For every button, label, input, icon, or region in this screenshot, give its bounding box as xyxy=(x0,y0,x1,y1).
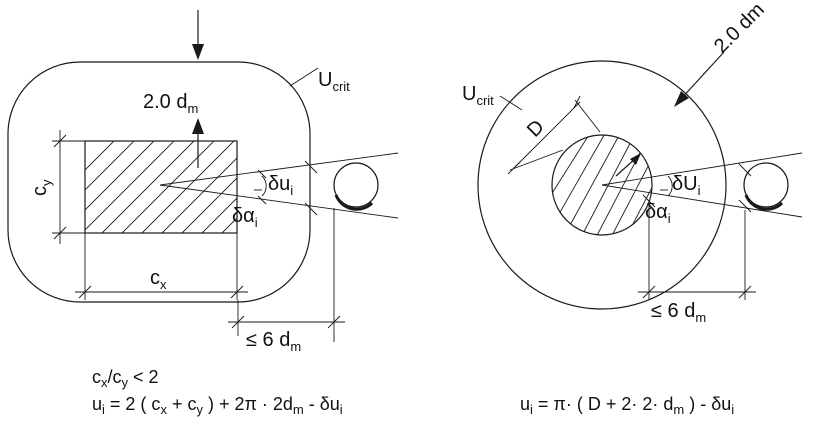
diameter-dimension-line xyxy=(507,95,601,175)
ucrit-label: Ucrit xyxy=(318,69,350,94)
offset-label: 2.0 dm xyxy=(143,91,198,116)
opening-circle-right xyxy=(743,162,789,211)
du-label: δui xyxy=(268,173,293,198)
critical-perimeter-circle xyxy=(477,60,727,310)
six-dm-label: ≤ 6 dm xyxy=(246,329,301,354)
da-label-right: δαi xyxy=(645,201,671,226)
circular-column-figure: Ucrit 2.0 dm xyxy=(462,0,803,417)
cy-label: cy xyxy=(29,179,54,196)
rectangular-column xyxy=(84,140,238,234)
offset-arrow-up xyxy=(192,118,204,168)
ucrit-label-right: Ucrit xyxy=(462,83,494,108)
da-label: δαi xyxy=(232,205,258,230)
cx-dimension-line xyxy=(75,233,248,300)
formula-perimeter-rect: ui = 2 ( cx + cy ) + 2π · 2dm - δui xyxy=(92,394,343,417)
offset-arrow-diagonal xyxy=(674,51,725,107)
inner-arrow xyxy=(615,153,641,177)
ucrit-leader-line-right xyxy=(499,95,523,111)
six-dm-dimension-line xyxy=(228,208,345,342)
circular-column xyxy=(551,134,653,236)
cx-label: cx xyxy=(150,267,167,292)
six-dm-label-right: ≤ 6 dm xyxy=(651,300,706,325)
ucrit-leader-line xyxy=(289,67,319,87)
offset-arrow-down xyxy=(192,10,204,60)
formula-ratio: cx/cy < 2 xyxy=(92,367,159,390)
du-label-right: δUi xyxy=(672,173,701,198)
offset-label-right: 2.0 dm xyxy=(710,0,769,58)
rectangular-column-figure: Ucrit 2.0 dm xyxy=(7,10,399,417)
formula-perimeter-circle: ui = π· ( D + 2· 2· dm ) - δui xyxy=(520,394,734,417)
opening-circle xyxy=(333,162,379,211)
control-section-rays xyxy=(159,152,399,219)
six-dm-dimension-line-right xyxy=(638,200,756,300)
control-section-rays-right xyxy=(601,152,803,218)
cy-dimension-line xyxy=(52,130,85,244)
